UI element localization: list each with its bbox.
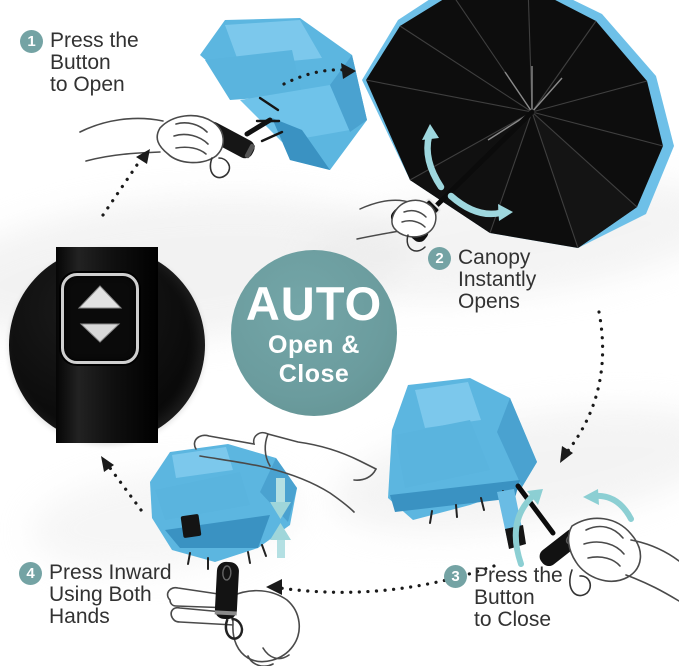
flow-arrow-step3-to-step4 [278, 564, 496, 594]
rib-tips [187, 544, 267, 570]
step3-line: Button [474, 586, 535, 609]
flow-arrow-step1-to-step2 [282, 68, 348, 86]
step2-number-badge: 2 [428, 247, 451, 270]
close-arrow-icon [79, 323, 121, 343]
auto-open-close-button [61, 273, 139, 364]
compress-arrows [270, 478, 291, 558]
button-zoom-circle [9, 247, 205, 443]
closing-motion-arrows [512, 489, 634, 567]
step2-line: Canopy [458, 246, 531, 269]
step4-line: Using Both [49, 583, 152, 606]
step4-number-badge: 4 [19, 562, 42, 585]
step4-line: Hands [49, 605, 110, 628]
step2-label: 2 Canopy Instantly Opens [428, 247, 536, 313]
auto-subtitle: Open & Close [268, 330, 360, 388]
step4-line: Press Inward [49, 561, 172, 584]
flow-arrow-step4-to-zoom [108, 466, 143, 512]
folded-umbrella-step4 [150, 444, 297, 640]
step1-line: to Open [50, 73, 125, 96]
auto-open-close-badge: AUTO Open & Close [231, 250, 397, 416]
step3-line: to Close [474, 608, 552, 631]
canopy-tab [180, 514, 202, 538]
umbrella-handle [214, 561, 244, 640]
flow-arrow-zoom-to-handle [101, 157, 143, 217]
step3-line: Press the [474, 564, 563, 587]
auto-title: AUTO [245, 276, 383, 330]
step1-label: 1 Press the Button to Open [20, 30, 139, 96]
step3-label: 3 Press the Button to Close [444, 565, 563, 631]
folded-umbrella-step1 [200, 18, 367, 170]
button-arrows [77, 285, 123, 343]
step1-line: Press the [50, 29, 139, 52]
opening-motion-arrows [422, 124, 513, 221]
step3-number-badge: 3 [444, 565, 467, 588]
hand-step2 [356, 199, 437, 252]
hand-step3 [567, 517, 679, 602]
folded-umbrella-step3 [388, 378, 583, 567]
hand-step4-top [193, 431, 377, 513]
step2-line: Opens [458, 290, 520, 313]
step1-number-badge: 1 [20, 30, 43, 53]
open-arrow-icon [77, 285, 123, 309]
flow-arrow-step2-to-step3 [565, 310, 605, 454]
step4-label: 4 Press Inward Using Both Hands [19, 562, 172, 628]
hand-step1 [79, 114, 231, 179]
step2-line: Instantly [458, 268, 537, 291]
flow-arrows [101, 68, 605, 594]
umbrella-ribs [365, 0, 664, 249]
step1-line: Button [50, 51, 111, 74]
flow-arrowheads [101, 63, 573, 595]
